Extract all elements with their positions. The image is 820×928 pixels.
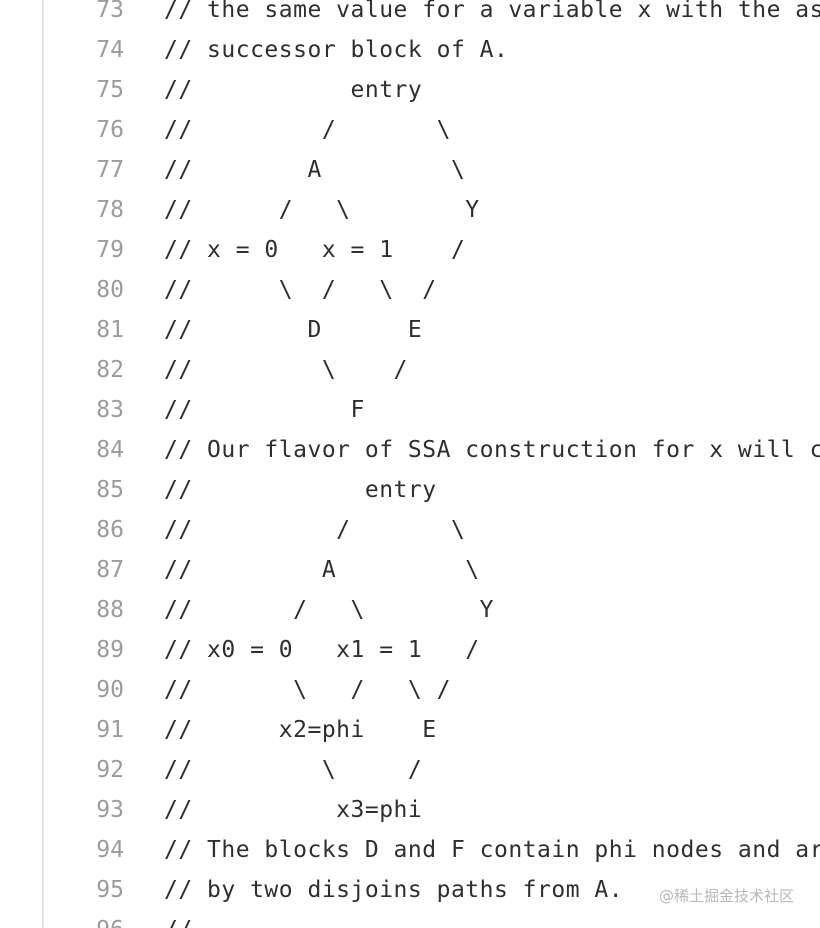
- code-text: // \ /: [164, 757, 423, 783]
- code-text: // entry: [164, 477, 437, 503]
- code-text: // \ /: [164, 357, 408, 383]
- code-line: 82 // \ /: [0, 350, 820, 390]
- line-number: 90: [96, 677, 124, 703]
- line-number: 92: [96, 757, 124, 783]
- code-line: 85 // entry: [0, 470, 820, 510]
- line-number: 94: [96, 837, 124, 863]
- code-line: 81 // D E: [0, 310, 820, 350]
- line-number: 96: [60, 910, 124, 928]
- code-line: 79 // x = 0 x = 1 /: [0, 230, 820, 270]
- code-text: // / \: [164, 117, 451, 143]
- code-line: 86 // / \: [0, 510, 820, 550]
- code-text: // by two disjoins paths from A.: [164, 877, 624, 903]
- code-line: 87 // A \: [0, 550, 820, 590]
- line-number: 77: [96, 157, 124, 183]
- code-line: 89 // x0 = 0 x1 = 1 /: [0, 630, 820, 670]
- code-line: 93 // x3=phi: [0, 790, 820, 830]
- code-text: // \ / \ /: [164, 677, 451, 703]
- code-line: 88 // / \ Y: [0, 590, 820, 630]
- line-number: 86: [96, 517, 124, 543]
- line-number: 74: [96, 37, 124, 63]
- code-text: // x2=phi E: [164, 717, 437, 743]
- code-text: // F: [164, 397, 365, 423]
- gutter-border: [42, 0, 44, 928]
- watermark: @稀土掘金技术社区: [658, 887, 794, 905]
- code-text: // x3=phi: [164, 797, 423, 823]
- line-number: 95: [96, 877, 124, 903]
- code-text: //: [164, 910, 193, 928]
- code-line: 96 //: [0, 910, 820, 928]
- code-text: // The blocks D and F contain phi nodes …: [164, 837, 820, 863]
- code-text: // Our flavor of SSA construction for x …: [164, 437, 820, 463]
- code-line: 76 // / \: [0, 110, 820, 150]
- line-number: 73: [96, 0, 124, 23]
- code-line: 94 // The blocks D and F contain phi node…: [0, 830, 820, 870]
- code-line: 78 // / \ Y: [0, 190, 820, 230]
- line-number: 89: [96, 637, 124, 663]
- code-line: 75 // entry: [0, 70, 820, 110]
- code-text: // successor block of A.: [164, 37, 509, 63]
- code-text: // / \ Y: [164, 197, 480, 223]
- line-number: 76: [96, 117, 124, 143]
- line-number: 80: [96, 277, 124, 303]
- line-number: 82: [96, 357, 124, 383]
- code-text: // A \: [164, 557, 480, 583]
- code-line: 83 // F: [0, 390, 820, 430]
- code-line: 73 // the same value for a variable x wit…: [0, 0, 820, 30]
- line-number: 88: [96, 597, 124, 623]
- code-text: // entry: [164, 77, 423, 103]
- line-number: 83: [96, 397, 124, 423]
- code-text: // x0 = 0 x1 = 1 /: [164, 637, 480, 663]
- line-number: 85: [96, 477, 124, 503]
- code-text: // / \: [164, 517, 466, 543]
- code-line: 84 // Our flavor of SSA construction for …: [0, 430, 820, 470]
- line-number: 91: [96, 717, 124, 743]
- code-line: 95 // by two disjoins paths from A.: [0, 870, 820, 910]
- line-number: 84: [96, 437, 124, 463]
- code-text: // D E: [164, 317, 423, 343]
- line-number: 81: [96, 317, 124, 343]
- code-text: // A \: [164, 157, 466, 183]
- code-line: 92 // \ /: [0, 750, 820, 790]
- code-text: // \ / \ /: [164, 277, 437, 303]
- code-line: 80 // \ / \ /: [0, 270, 820, 310]
- code-text: // / \ Y: [164, 597, 494, 623]
- line-number: 78: [96, 197, 124, 223]
- code-text: // the same value for a variable x with …: [164, 0, 820, 23]
- line-number: 79: [96, 237, 124, 263]
- code-text: // x = 0 x = 1 /: [164, 237, 466, 263]
- code-line: 90 // \ / \ /: [0, 670, 820, 710]
- line-number: 75: [96, 77, 124, 103]
- line-number: 93: [96, 797, 124, 823]
- code-line: 77 // A \: [0, 150, 820, 190]
- code-line: 91 // x2=phi E: [0, 710, 820, 750]
- line-number: 87: [96, 557, 124, 583]
- code-line: 74 // successor block of A.: [0, 30, 820, 70]
